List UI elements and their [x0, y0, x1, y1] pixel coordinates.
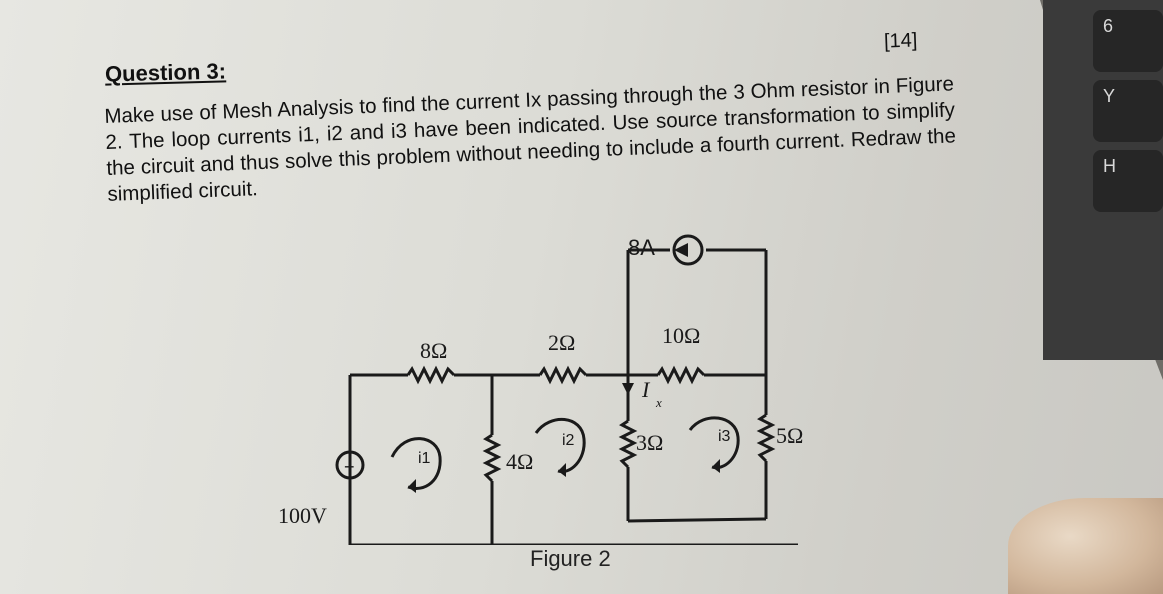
key-h: H [1093, 150, 1163, 212]
r6-label: 5Ω [776, 423, 803, 448]
resistor-8-ohm [406, 365, 456, 385]
thumb [1008, 498, 1163, 594]
key-6: 6 [1093, 10, 1163, 72]
i1-arrowhead-icon [408, 479, 416, 493]
resistor-3-ohm [618, 419, 638, 469]
r5-label: 3Ω [636, 430, 663, 455]
key-y-label: Y [1103, 86, 1116, 106]
ix-label: I [641, 377, 651, 402]
resistor-10-ohm [656, 365, 706, 385]
arrowheads [408, 243, 720, 493]
ix-subscript: x [655, 395, 662, 410]
voltage-label: 100V [278, 503, 327, 528]
wire-bottom-right [627, 517, 767, 523]
question-title: Question 3: [104, 58, 227, 87]
key-h-label: H [1103, 156, 1116, 176]
resistor-5-ohm [756, 413, 776, 463]
laptop-keyboard: 6 Y H [1043, 0, 1163, 360]
figure-caption: Figure 2 [530, 546, 611, 571]
key-6-label: 6 [1103, 16, 1114, 36]
i3-arrowhead-icon [712, 459, 720, 473]
loop-arrow-i2 [534, 417, 586, 474]
wire-bottom [348, 505, 798, 545]
i2-arrowhead-icon [558, 463, 566, 477]
loop1-label: i1 [418, 450, 431, 467]
loop-arrow-i1 [390, 437, 442, 490]
resistor-4-ohm [482, 433, 502, 483]
question-marks: [14] [883, 29, 918, 53]
loop2-label: i2 [562, 432, 575, 449]
plus-sign: + [344, 457, 355, 477]
loop-arrow-i3 [688, 416, 740, 470]
r3-label: 10Ω [662, 323, 700, 348]
voltage-source [335, 450, 365, 480]
loop3-label: i3 [718, 428, 731, 445]
current-source-arrow-icon [674, 243, 688, 257]
ix-arrow-icon [622, 383, 634, 395]
r1-label: 8Ω [420, 338, 447, 363]
resistor-2-ohm [538, 365, 588, 385]
key-y: Y [1093, 80, 1163, 142]
r4-label: 4Ω [506, 449, 533, 474]
current-source-label: 8A [628, 235, 655, 260]
circuit-diagram: + 100V 8A 8Ω 2Ω 10Ω 4Ω 3Ω 5Ω I x i1 i2 i… [278, 234, 803, 545]
r2-label: 2Ω [548, 330, 575, 355]
